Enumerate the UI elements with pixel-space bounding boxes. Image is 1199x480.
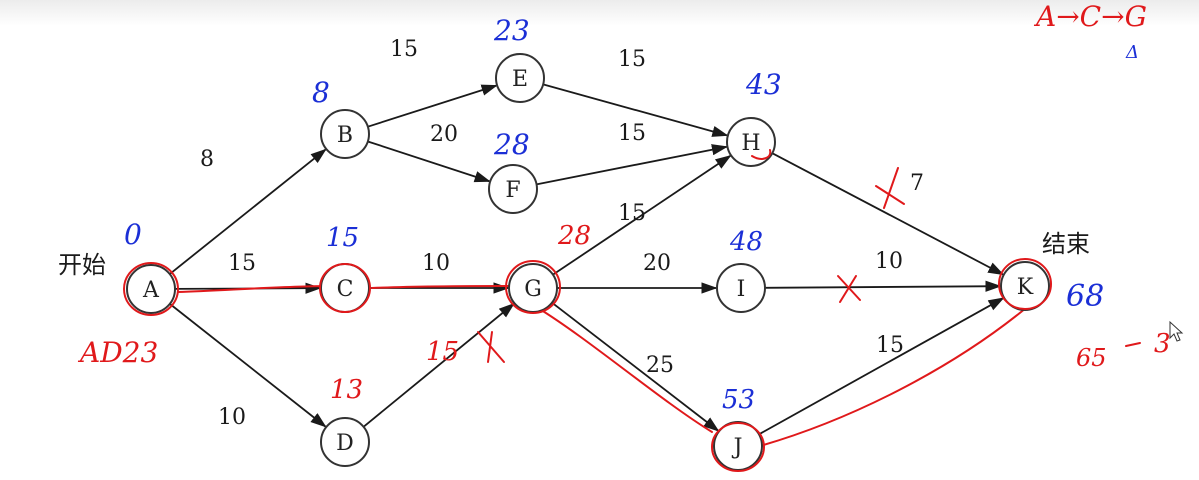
- annotation-d-g: 15: [426, 337, 459, 367]
- node-label-j: J: [732, 435, 743, 460]
- node-label-d: D: [336, 431, 354, 456]
- critical-circle-g: [505, 260, 561, 314]
- critical-path-ink: [177, 285, 1027, 447]
- node-d: D: [320, 417, 370, 467]
- edge-j-k: [758, 297, 1005, 436]
- node-label-g: G: [524, 277, 542, 302]
- node-label-a: A: [142, 278, 160, 303]
- weight-g-h: 15: [618, 201, 646, 226]
- annotation-h: 43: [745, 68, 782, 101]
- node-circle-b: [320, 109, 370, 159]
- end-label: 结束: [1042, 230, 1090, 258]
- critical-path-g-j: [537, 307, 713, 433]
- edge-i-k: [764, 280, 1002, 292]
- mark-h: [751, 149, 772, 160]
- edge-a-b: [169, 148, 327, 275]
- node-label-f: F: [505, 178, 520, 203]
- critical-path-j-k: [759, 307, 1027, 447]
- critical-path-a-c: [177, 285, 331, 293]
- weight-f-h: 15: [618, 121, 646, 146]
- edge-g-j: [551, 301, 720, 432]
- weight-h-k: 7: [910, 171, 924, 196]
- edge-e-h: [542, 83, 729, 137]
- node-a: A: [126, 264, 176, 314]
- weight-b-f: 20: [430, 122, 458, 147]
- weight-j-k: 15: [876, 333, 904, 358]
- edge-h-k: [771, 152, 1005, 276]
- edge-weights: 8 15 10 15 20 15 15 10 15 20 25 7 10 15: [200, 37, 924, 430]
- top-gradient-band: [0, 0, 1199, 26]
- nodes-layer: A B C D E F G H I J K: [126, 53, 1050, 471]
- node-circle-d: [320, 417, 370, 467]
- annotation-f: 28: [493, 128, 530, 161]
- node-label-c: C: [337, 277, 354, 302]
- earliest-time-annotations: 0 8 15 23 28 43 48 53 68: [124, 14, 1104, 415]
- annotation-top-right: A→C→G: [1033, 0, 1147, 33]
- weight-a-c: 15: [228, 251, 256, 276]
- node-circle-f: [488, 164, 538, 214]
- annotation-a: 0: [124, 218, 142, 251]
- critical-circle-a: [123, 262, 179, 316]
- node-circle-e: [495, 53, 545, 103]
- node-i: I: [716, 263, 766, 313]
- node-label-h: H: [741, 131, 760, 156]
- annotation-a-note: AD23: [77, 336, 158, 369]
- annotation-j: 53: [722, 385, 755, 415]
- red-annotations: 28 13 15 AD23 65 3 A→C→G Δ: [77, 0, 1171, 405]
- annotation-b: 8: [312, 76, 330, 109]
- node-circle-i: [716, 263, 766, 313]
- edge-b-e: [367, 84, 498, 128]
- annotation-k: 68: [1066, 279, 1104, 314]
- node-circle-a: [126, 264, 176, 314]
- weight-g-i: 20: [643, 251, 671, 276]
- node-b: B: [320, 109, 370, 159]
- annotation-k-note: 65: [1076, 344, 1107, 372]
- weight-a-b: 8: [200, 147, 214, 172]
- node-label-b: B: [337, 123, 353, 148]
- critical-node-circles: [123, 149, 1052, 472]
- cross-h-k: [875, 167, 905, 209]
- annotation-g: 28: [557, 221, 591, 251]
- weight-c-g: 10: [422, 251, 450, 276]
- annotation-e: 23: [493, 14, 530, 47]
- annotation-c: 15: [326, 223, 359, 253]
- critical-circle-c: [319, 263, 371, 313]
- start-label: 开始: [58, 251, 106, 279]
- cross-marks: [477, 167, 905, 363]
- edge-d-g: [362, 302, 515, 428]
- weight-b-e: 15: [390, 37, 418, 62]
- critical-circle-j: [711, 422, 765, 472]
- annotation-k-dash: [1125, 342, 1141, 347]
- weight-g-j: 25: [646, 353, 674, 378]
- weight-e-h: 15: [618, 47, 646, 72]
- edge-f-h: [536, 144, 729, 186]
- node-e: E: [495, 53, 545, 103]
- edge-g-h: [552, 155, 732, 276]
- node-circle-h: [726, 117, 776, 167]
- critical-circle-k: [998, 258, 1052, 310]
- mouse-cursor-icon: [1169, 320, 1184, 342]
- critical-path-c-g: [371, 285, 511, 289]
- edge-a-d: [169, 303, 327, 428]
- annotation-i: 48: [729, 227, 763, 257]
- weight-i-k: 10: [875, 249, 903, 274]
- weight-a-d: 10: [218, 405, 246, 430]
- annotation-d: 13: [330, 375, 363, 405]
- node-f: F: [488, 164, 538, 214]
- edge-b-f: [367, 140, 491, 183]
- annotation-top-right-mark: Δ: [1125, 42, 1139, 63]
- node-label-i: I: [737, 277, 746, 302]
- node-label-k: K: [1017, 275, 1034, 300]
- annotation-k-note2: 3: [1154, 329, 1171, 359]
- node-label-e: E: [512, 67, 528, 92]
- node-h: H: [726, 117, 776, 167]
- node-g: G: [508, 263, 558, 313]
- node-k: K: [1000, 261, 1050, 311]
- cross-i-k: [837, 275, 861, 303]
- cross-d-g: [477, 331, 505, 363]
